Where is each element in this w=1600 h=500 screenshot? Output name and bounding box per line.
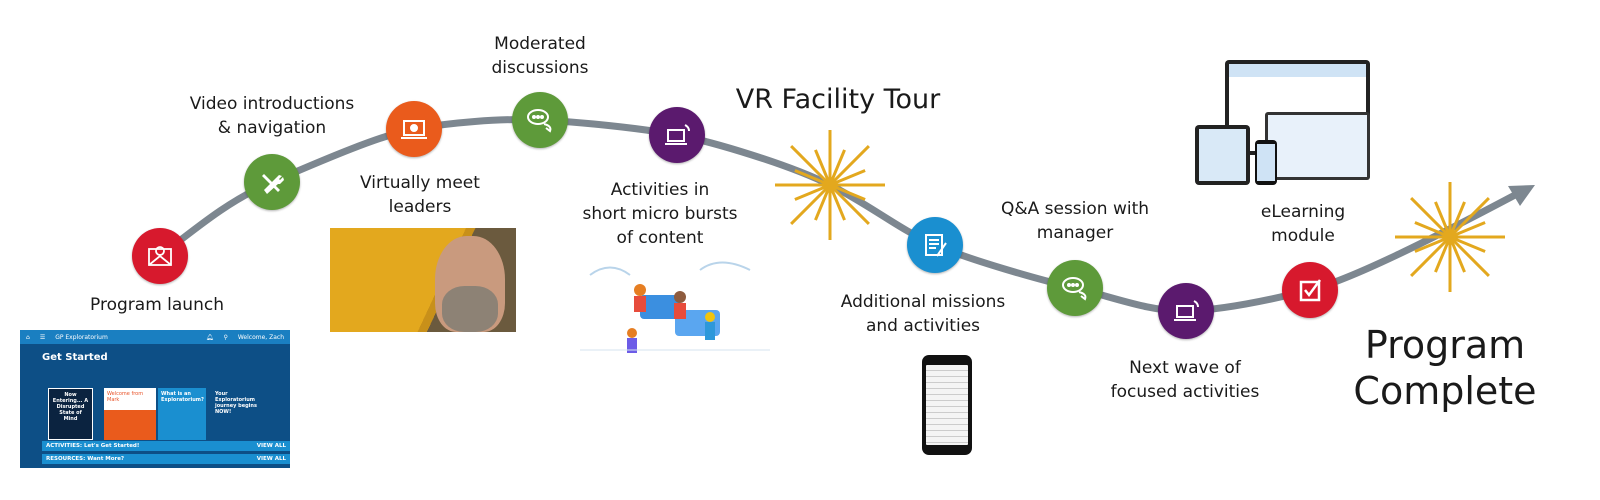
- menu-icon[interactable]: ☰: [39, 333, 46, 341]
- star-ray: [1448, 236, 1466, 273]
- star-ray: [828, 145, 870, 187]
- phone: [1255, 140, 1277, 185]
- section-resources[interactable]: RESOURCES: Want More?VIEW ALL: [42, 454, 290, 464]
- star-ray: [1448, 201, 1466, 238]
- star-ray: [790, 183, 832, 225]
- star-ray: [1414, 221, 1451, 239]
- home-icon[interactable]: ⌂: [26, 333, 30, 341]
- tile-disrupted-state[interactable]: Now Entering... A Disrupted State of Min…: [48, 388, 93, 440]
- star-ray: [1448, 197, 1490, 239]
- chat-icon: [512, 92, 568, 148]
- laptop-signal-icon: [649, 107, 705, 163]
- tablet: [1195, 125, 1250, 185]
- chat-icon: [1047, 260, 1103, 316]
- portal-app-name: GP Exploratorium: [55, 333, 108, 341]
- arrowhead-icon: [1508, 185, 1535, 206]
- video-laptop-icon: [386, 101, 442, 157]
- welcome-user[interactable]: Welcome, Zach: [237, 333, 284, 341]
- star-ray: [794, 183, 831, 201]
- star-ray: [1448, 235, 1490, 277]
- smartphone-sms: [922, 355, 972, 455]
- document-pen-icon: [907, 217, 963, 273]
- portal-top-bar: ⌂ ☰ GP Exploratorium 🔔︎ ⚲ Welcome, Zach: [20, 330, 290, 344]
- star-ray: [1414, 235, 1451, 253]
- portal-title: Get Started: [42, 352, 108, 363]
- checkbox-icon: [1282, 262, 1338, 318]
- star-ray: [828, 183, 870, 225]
- starburst-icon: [775, 130, 1505, 292]
- star-ray: [829, 183, 866, 201]
- leader-beard: [442, 286, 498, 332]
- leader-video-thumbnail[interactable]: [330, 228, 516, 332]
- star-ray: [1410, 197, 1452, 239]
- label-program-launch: Program launch: [90, 295, 224, 315]
- star-ray: [1434, 236, 1452, 273]
- star-ray: [814, 184, 832, 221]
- star-ray: [829, 169, 866, 187]
- laptop: [1265, 112, 1370, 180]
- star-ray: [794, 169, 831, 187]
- tile-welcome-video[interactable]: Welcome from Mark: [104, 388, 156, 440]
- star-ray: [1410, 235, 1452, 277]
- search-icon[interactable]: ⚲: [223, 333, 228, 341]
- label-video-introductions: Video introductions& navigation: [189, 94, 355, 138]
- label-vr-facility-tour: VR Facility Tour: [735, 84, 941, 115]
- star-ray: [828, 149, 846, 186]
- tile-journey: Your Exploratorium journey begins NOW!: [215, 391, 257, 415]
- star-ray: [814, 149, 832, 186]
- bell-icon[interactable]: 🔔︎: [205, 333, 214, 341]
- star-ray: [790, 145, 832, 187]
- wrench-icon: [244, 154, 300, 210]
- star-ray: [1449, 221, 1486, 239]
- tile-what-is[interactable]: What is an Exploratorium?: [158, 388, 206, 440]
- star-ray: [828, 184, 846, 221]
- star-ray: [1449, 235, 1486, 253]
- portal-screenshot: ⌂ ☰ GP Exploratorium 🔔︎ ⚲ Welcome, Zach G…: [20, 330, 290, 468]
- envelope-icon: [132, 228, 188, 284]
- people-chatting-illustration: [580, 261, 770, 353]
- star-ray: [1434, 201, 1452, 238]
- laptop-signal-icon: [1158, 283, 1214, 339]
- section-activities[interactable]: ACTIVITIES: Let's Get Started!VIEW ALL: [42, 441, 290, 451]
